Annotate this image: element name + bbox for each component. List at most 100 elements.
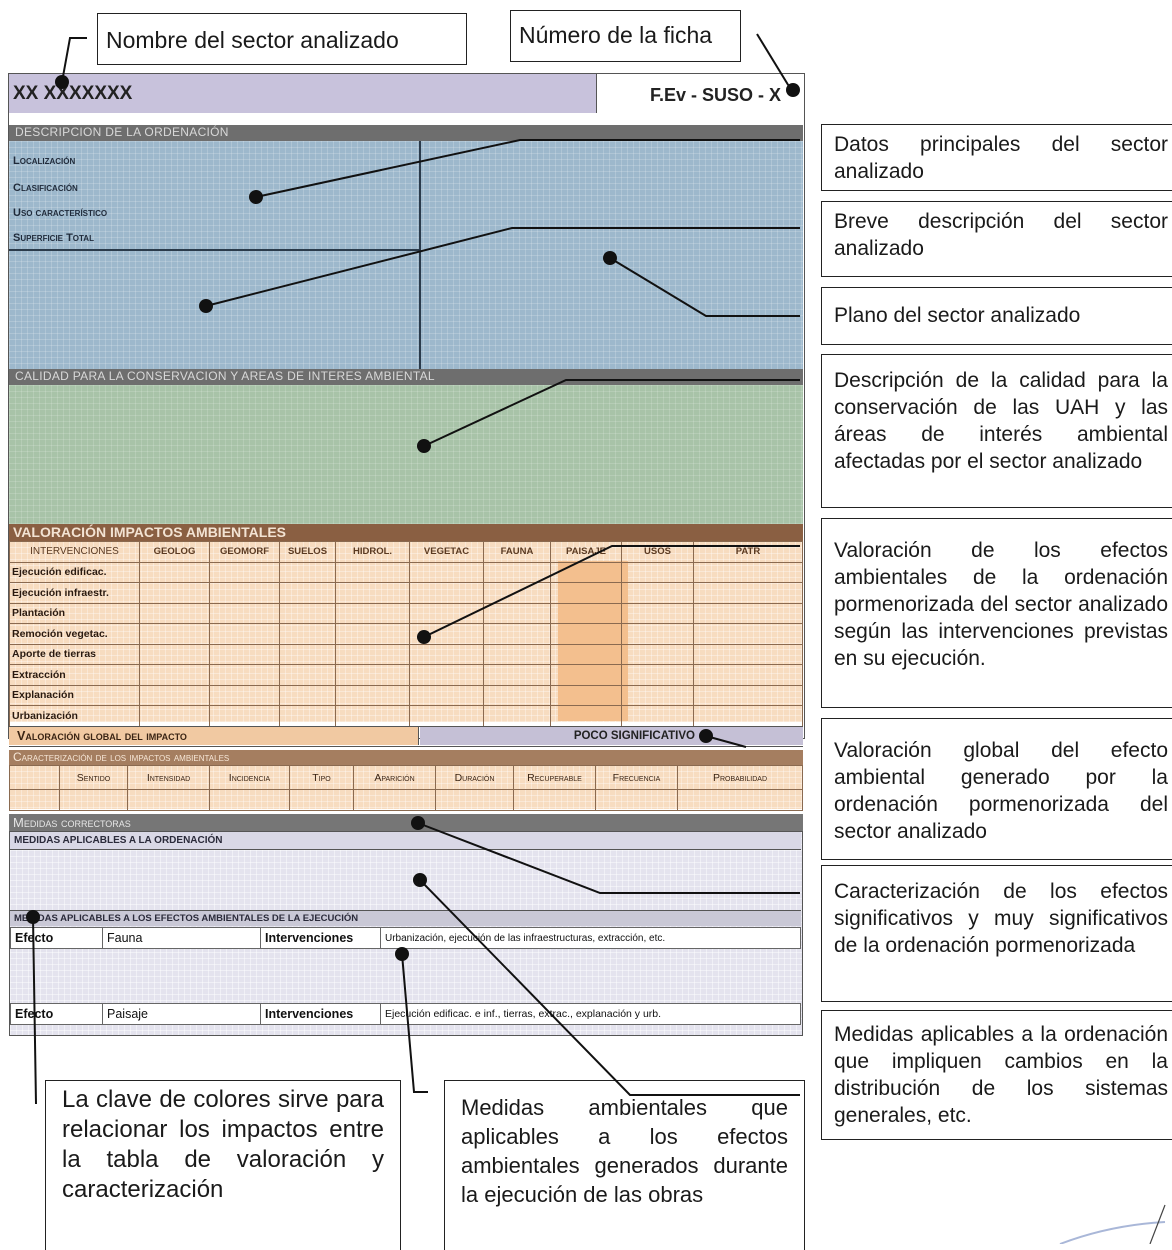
table-row: Urbanización bbox=[9, 705, 803, 727]
col-paisaje: PAISAJE bbox=[550, 541, 622, 563]
row-label: Urbanización bbox=[9, 705, 140, 727]
col-incidencia: Incidencia bbox=[209, 765, 290, 790]
row-label: Remoción vegetac. bbox=[9, 623, 140, 645]
col-probabilidad: Probabilidad bbox=[677, 765, 803, 790]
efecto-value: Fauna bbox=[102, 927, 261, 949]
col-recuperable: Recuperable bbox=[513, 765, 596, 790]
caracterizacion-table-area: Sentido Intensidad Incidencia Tipo Apari… bbox=[9, 765, 803, 811]
callout-breve-descripcion: Breve descripción del sector analizado bbox=[821, 201, 1172, 277]
global-label-cell: Valoración global del impacto bbox=[9, 727, 419, 745]
row-label: Explanación bbox=[9, 684, 140, 706]
valoracion-table-area: INTERVENCIONES GEOLOG GEOMORF SUELOS HID… bbox=[9, 541, 803, 727]
sector-header: XX XXXXXXX bbox=[9, 74, 597, 113]
callout-text: Descripción de la calidad para la conser… bbox=[834, 369, 1168, 473]
global-row: Valoración global del impacto POCO SIGNI… bbox=[9, 726, 803, 747]
field-uso: Uso característico bbox=[13, 207, 108, 219]
callout-text: La clave de colores sirve para relaciona… bbox=[62, 1086, 384, 1203]
efecto-row-1: Efecto Fauna Intervenciones Urbanización… bbox=[10, 927, 801, 949]
intervenciones-label: Intervenciones bbox=[260, 927, 381, 949]
intervenciones-value: Urbanización, ejecución de las infraestr… bbox=[380, 927, 801, 949]
callout-medidas-ambientales: Medidas ambientales que aplicables a los… bbox=[444, 1080, 805, 1250]
row-label: Ejecución infraestr. bbox=[9, 582, 140, 604]
efecto-value: Paisaje bbox=[102, 1003, 261, 1025]
global-label: Valoración global del impacto bbox=[17, 729, 187, 743]
intervenciones-value: Ejecución edificac. e inf., tierras, ext… bbox=[380, 1003, 801, 1025]
field-clasificacion: Clasificación bbox=[13, 182, 78, 194]
callout-text: Plano del sector analizado bbox=[834, 304, 1081, 327]
col-vegetac: VEGETAC bbox=[409, 541, 484, 563]
field-superficie: Superficie Total bbox=[13, 232, 94, 244]
row-label: Plantación bbox=[9, 602, 140, 624]
callout-text: Datos principales del sector analizado bbox=[834, 133, 1168, 183]
callout-text: Breve descripción del sector analizado bbox=[834, 210, 1168, 260]
col-sentido: Sentido bbox=[59, 765, 128, 790]
table-row: Explanación bbox=[9, 684, 803, 706]
table-row: Aporte de tierras bbox=[9, 643, 803, 665]
callout-plano: Plano del sector analizado bbox=[821, 287, 1172, 345]
global-value-cell: POCO SIGNIFICATIVO bbox=[420, 727, 803, 745]
col-suelos: SUELOS bbox=[279, 541, 336, 563]
medidas-ejecucion-label: MEDIDAS APLICABLES A LOS EFECTOS AMBIENT… bbox=[10, 910, 801, 926]
intervenciones-label: Intervenciones bbox=[260, 1003, 381, 1025]
col-tipo: Tipo bbox=[289, 765, 354, 790]
callout-text: Medidas aplicables a la ordenación que i… bbox=[834, 1023, 1168, 1127]
stamp-fragment bbox=[1059, 1221, 1166, 1244]
callout-clave-colores: La clave de colores sirve para relaciona… bbox=[45, 1080, 401, 1250]
callout-medidas-ordenacion: Medidas aplicables a la ordenación que i… bbox=[821, 1010, 1172, 1140]
table-row: Ejecución infraestr. bbox=[9, 582, 803, 604]
table-row: Ejecución edificac. bbox=[9, 561, 803, 583]
sector-name-callout-text: Nombre del sector analizado bbox=[106, 27, 399, 53]
evaluation-sheet: XX XXXXXXX F.Ev - SUSO - X Descripcion d… bbox=[8, 73, 805, 747]
col-hidrol: HIDROL. bbox=[335, 541, 410, 563]
col-fauna: FAUNA bbox=[483, 541, 551, 563]
table-row: Plantación bbox=[9, 602, 803, 624]
sector-name-callout: Nombre del sector analizado bbox=[97, 13, 467, 65]
field-localizacion: Localización bbox=[13, 155, 76, 167]
efecto-row-2: Efecto Paisaje Intervenciones Ejecución … bbox=[10, 1003, 801, 1025]
col-frecuencia: Frecuencia bbox=[595, 765, 678, 790]
sector-code: XX XXXXXXX bbox=[13, 83, 133, 104]
row-label: Ejecución edificac. bbox=[9, 561, 140, 583]
row-label: Extracción bbox=[9, 664, 140, 686]
medidas-title: Medidas correctoras bbox=[13, 815, 131, 830]
valoracion-header: VALORACIÓN IMPACTOS AMBIENTALES bbox=[9, 524, 803, 541]
col-geolog: GEOLOG bbox=[139, 541, 210, 563]
col-duracion: Duración bbox=[435, 765, 514, 790]
field-divider-horizontal bbox=[9, 249, 419, 251]
medidas-section: MEDIDAS APLICABLES A LA ORDENACIÓN MEDID… bbox=[9, 831, 803, 1036]
valoracion-table: INTERVENCIONES GEOLOG GEOMORF SUELOS HID… bbox=[9, 541, 803, 727]
efecto-label: Efecto bbox=[10, 927, 103, 949]
sheet-code: F.Ev - SUSO - X bbox=[649, 85, 781, 105]
descripcion-header: Descripcion de la ordenación bbox=[9, 125, 803, 141]
table-row: Remoción vegetac. bbox=[9, 623, 803, 645]
callout-text: Valoración de los efectos ambientales de… bbox=[834, 539, 1168, 670]
callout-text: Caracterización de los efectos significa… bbox=[834, 880, 1168, 957]
col-geomorf: GEOMORF bbox=[209, 541, 280, 563]
descripcion-title: Descripcion de la ordenación bbox=[15, 125, 229, 139]
row-label: Aporte de tierras bbox=[9, 643, 140, 665]
map-divider-vertical bbox=[419, 141, 421, 369]
calidad-section bbox=[9, 385, 803, 524]
callout-valoracion-efectos: Valoración de los efectos ambientales de… bbox=[821, 518, 1172, 708]
col-patr: PATR bbox=[693, 541, 803, 563]
col-usos: USOS bbox=[621, 541, 694, 563]
caracterizacion-header: Caracterización de los impactos ambienta… bbox=[9, 750, 803, 765]
medidas-ordenacion-text: MEDIDAS APLICABLES A LA ORDENACIÓN bbox=[14, 835, 223, 846]
callout-text: Valoración global del efecto ambiental g… bbox=[834, 739, 1168, 843]
callout-valoracion-global: Valoración global del efecto ambiental g… bbox=[821, 718, 1172, 860]
medidas-header: Medidas correctoras bbox=[9, 814, 803, 831]
global-value: POCO SIGNIFICATIVO bbox=[573, 730, 695, 742]
sheet-number-callout: Número de la ficha bbox=[510, 10, 741, 62]
efecto-label: Efecto bbox=[10, 1003, 103, 1025]
col-aparicion: Aparición bbox=[353, 765, 436, 790]
table-row: Extracción bbox=[9, 664, 803, 686]
col-intervenciones: INTERVENCIONES bbox=[9, 541, 140, 563]
sheet-code-box: F.Ev - SUSO - X bbox=[597, 74, 803, 113]
medidas-ejecucion-text: MEDIDAS APLICABLES A LOS EFECTOS AMBIENT… bbox=[14, 913, 359, 924]
calidad-title: Calidad para la conservacion y areas de … bbox=[15, 369, 435, 383]
medidas-ordenacion-label: MEDIDAS APLICABLES A LA ORDENACIÓN bbox=[10, 832, 801, 850]
callout-text: Medidas ambientales que aplicables a los… bbox=[461, 1095, 788, 1207]
valoracion-title: VALORACIÓN IMPACTOS AMBIENTALES bbox=[13, 524, 286, 540]
callout-datos-principales: Datos principales del sector analizado bbox=[821, 124, 1172, 191]
caracterizacion-table: Sentido Intensidad Incidencia Tipo Apari… bbox=[9, 765, 803, 811]
